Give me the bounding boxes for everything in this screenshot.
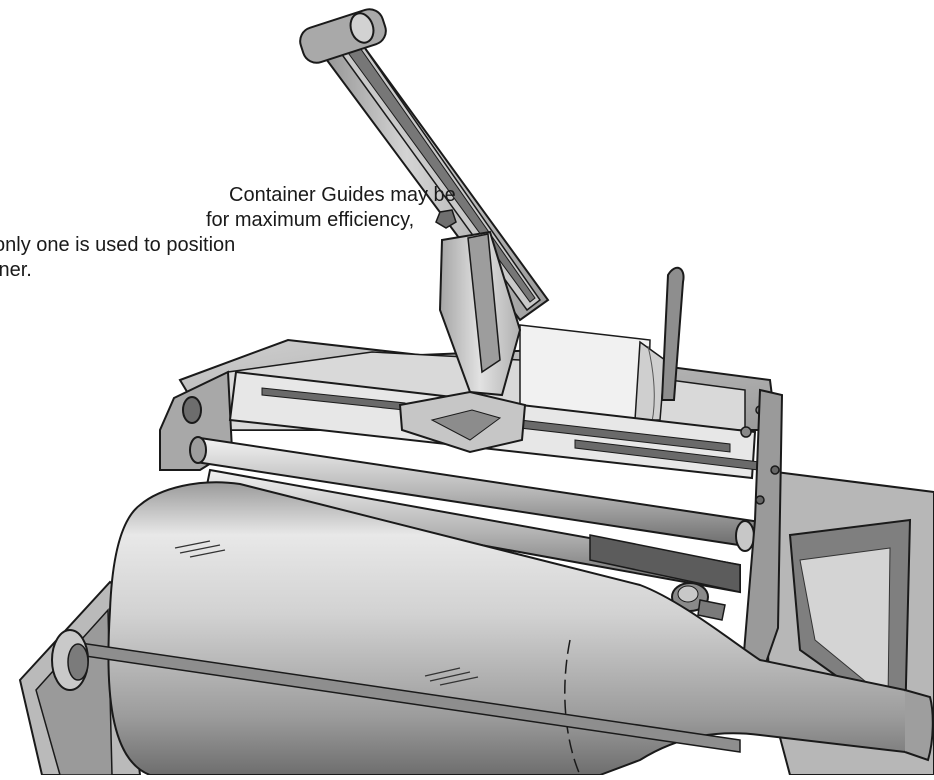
callout-line-1: Container Guides may be xyxy=(229,184,456,206)
container-guide xyxy=(398,230,527,454)
spindle-post xyxy=(660,266,685,401)
hex-nut xyxy=(435,209,457,229)
adjustment-knob xyxy=(671,582,726,621)
wine-bottle-container xyxy=(107,481,934,776)
label-roll xyxy=(519,324,666,431)
pivot-hole xyxy=(182,396,202,424)
callout-line-4: iner. xyxy=(0,259,32,281)
spindle-rod xyxy=(51,629,741,753)
callout-line-2: for maximum efficiency, xyxy=(206,209,415,231)
reflection-marks xyxy=(174,540,479,686)
container-guide-arm xyxy=(299,8,550,322)
callout-line-3: only one is used to position xyxy=(0,234,236,256)
